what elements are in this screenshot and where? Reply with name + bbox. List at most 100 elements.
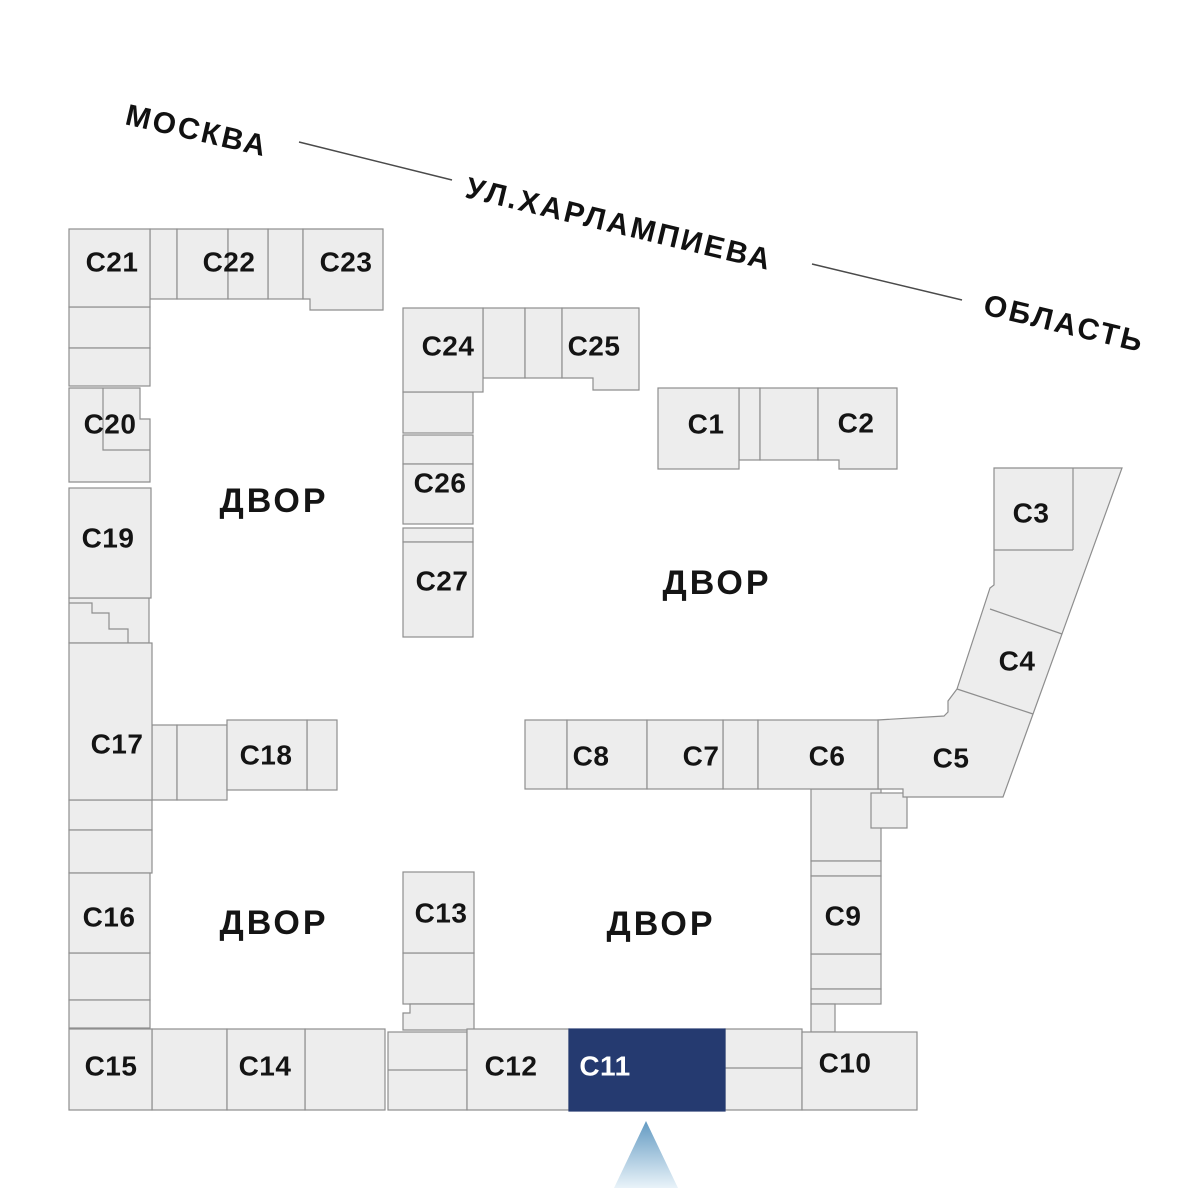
building-label: С17 [91, 729, 144, 760]
building-label: С22 [203, 247, 256, 278]
building-c27[interactable]: С27 [402, 541, 474, 638]
building-segment[interactable] [68, 306, 151, 349]
building-segment[interactable] [402, 527, 474, 543]
building-c14[interactable]: С14 [226, 1028, 306, 1111]
building-label: С13 [415, 898, 468, 929]
building-shape[interactable] [402, 541, 474, 638]
building-shape[interactable] [68, 487, 152, 599]
building-segment[interactable] [810, 860, 882, 877]
building-segment[interactable] [267, 228, 304, 300]
building-shape[interactable] [226, 719, 308, 791]
building-shape[interactable] [801, 1031, 918, 1111]
building-c26[interactable]: С26 [402, 463, 474, 525]
building-c7[interactable]: С7 [646, 719, 724, 790]
building-segment[interactable] [810, 988, 882, 1005]
building-c25[interactable]: С25 [561, 307, 640, 391]
building-segment[interactable] [68, 952, 151, 1001]
building-shape[interactable] [402, 871, 475, 954]
building-label: С7 [683, 741, 720, 772]
building-shape[interactable] [176, 228, 229, 300]
building-c15[interactable]: С15 [68, 1028, 153, 1111]
building-segment[interactable] [304, 1028, 386, 1111]
building-segment[interactable] [151, 724, 178, 801]
building-shape[interactable] [227, 228, 269, 300]
building-c20[interactable]: С20 [68, 387, 151, 483]
stair-step-detail [69, 602, 129, 643]
courtyard-label: ДВОР [606, 905, 715, 943]
building-c21[interactable]: С21 [68, 228, 151, 308]
building-shape[interactable] [568, 1028, 726, 1112]
building-shape[interactable] [68, 642, 153, 801]
building-segment[interactable] [387, 1031, 468, 1111]
building-shape[interactable] [566, 719, 648, 790]
building-shape[interactable] [302, 228, 384, 311]
building-c13[interactable]: С13 [402, 871, 475, 954]
building-segment[interactable] [810, 953, 882, 990]
building-c16[interactable]: С16 [68, 872, 151, 954]
building-label: С23 [320, 247, 373, 278]
building-c17[interactable]: С17 [68, 642, 153, 801]
building-segment[interactable] [724, 1028, 803, 1111]
building-shape[interactable] [817, 387, 898, 470]
building-c24[interactable]: С24 [402, 307, 484, 393]
building-c1[interactable]: С1 [657, 387, 740, 470]
building-segment[interactable] [482, 307, 526, 379]
building-segment[interactable] [810, 1003, 836, 1033]
building-c6[interactable]: С6 [757, 719, 879, 790]
building-shape[interactable] [402, 307, 484, 393]
building-segment[interactable] [176, 724, 228, 801]
building-shape[interactable] [810, 875, 882, 955]
building-c8[interactable]: С8 [566, 719, 648, 790]
building-shape[interactable] [757, 719, 879, 790]
building-segment[interactable] [402, 952, 475, 1005]
building-c9[interactable]: С9 [810, 875, 882, 955]
building-c19[interactable]: С19 [68, 487, 152, 599]
building-segment[interactable] [870, 792, 908, 829]
building-shape[interactable] [68, 228, 151, 308]
building-c3[interactable]: С3 [1013, 498, 1050, 529]
building-segment[interactable] [68, 999, 151, 1029]
segment-divider [989, 608, 1063, 635]
building-segments [68, 228, 908, 1111]
building-shape[interactable] [466, 1028, 570, 1111]
building-c11[interactable]: С11 [568, 1028, 726, 1112]
building-shape[interactable] [226, 1028, 306, 1111]
building-shape[interactable] [646, 719, 724, 790]
building-c18[interactable]: С18 [226, 719, 308, 791]
building-segment[interactable] [738, 387, 761, 461]
building-segment[interactable] [149, 228, 178, 300]
building-segment[interactable] [722, 719, 759, 790]
building-segment[interactable] [402, 434, 474, 465]
selected-building-marker-icon [614, 1121, 678, 1188]
building-segment[interactable] [68, 829, 153, 874]
building-wing-outline[interactable] [877, 467, 1123, 798]
building-segment[interactable] [68, 347, 151, 387]
building-c4[interactable]: С4 [999, 646, 1036, 677]
building-segment[interactable] [524, 719, 568, 790]
building-segment[interactable] [68, 799, 153, 831]
building-label: С14 [239, 1051, 292, 1082]
courtyard-labels: ДВОР ДВОР ДВОР ДВОР [219, 482, 768, 943]
building-segment[interactable] [151, 1028, 228, 1111]
building-segment[interactable] [306, 719, 338, 791]
building-c5[interactable]: С5 [933, 743, 970, 774]
building-c10[interactable]: С10 [801, 1031, 918, 1111]
building-c2[interactable]: С2 [817, 387, 898, 470]
building-shape[interactable] [68, 1028, 153, 1111]
building-shape[interactable] [561, 307, 640, 391]
building-shape[interactable] [68, 387, 151, 483]
building-segment[interactable] [402, 1003, 475, 1031]
building-c22[interactable]: С22 [176, 228, 269, 300]
building-segment[interactable] [759, 387, 819, 461]
building-label: С5 [933, 743, 970, 774]
building-shape[interactable] [657, 387, 740, 470]
building-c23[interactable]: С23 [302, 228, 384, 311]
building-label: С4 [999, 646, 1036, 677]
building-segment[interactable] [524, 307, 563, 379]
building-shape[interactable] [402, 463, 474, 525]
building-c12[interactable]: С12 [466, 1028, 570, 1111]
building-segment[interactable] [402, 391, 474, 434]
courtyard-label: ДВОР [219, 482, 328, 520]
building-shape[interactable] [68, 872, 151, 954]
